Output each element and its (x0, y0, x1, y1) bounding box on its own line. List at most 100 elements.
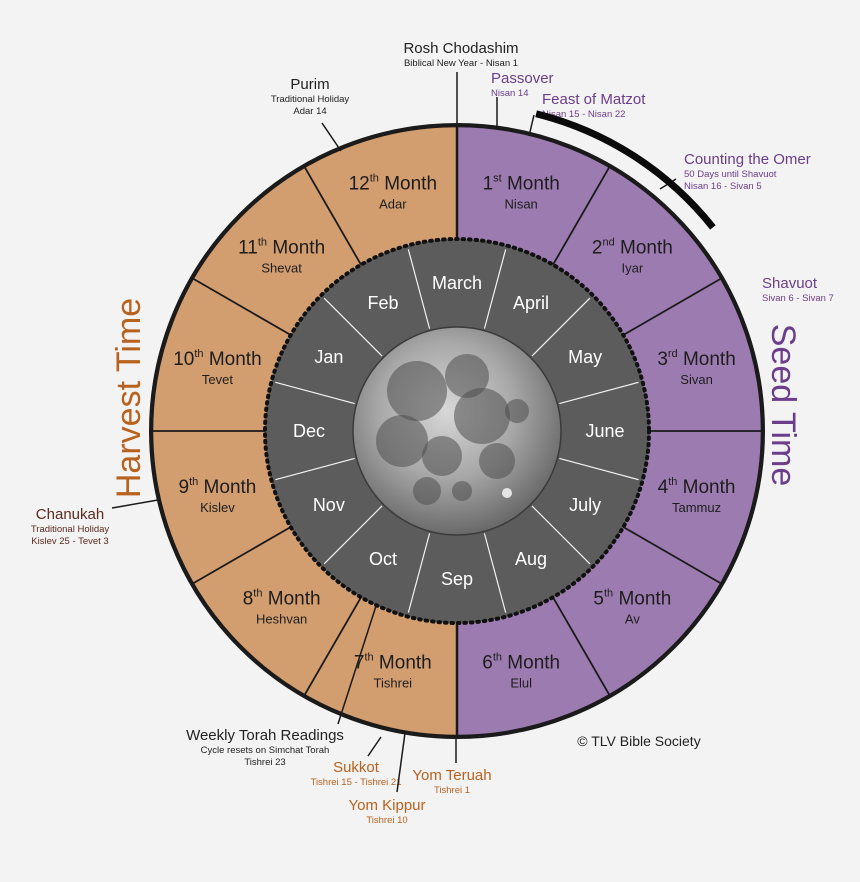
gregorian-month-divider (531, 297, 591, 357)
gregorian-month-divider (531, 505, 591, 565)
hebrew-month-name: Heshvan (256, 611, 307, 626)
holiday-title: Rosh Chodashim (403, 40, 518, 57)
ordinal-word: Month (198, 477, 256, 498)
hebrew-month-divider (622, 277, 722, 336)
holiday-detail: Tishrei 1 (434, 785, 470, 796)
gregorian-month-label: Dec (293, 421, 325, 441)
hebrew-month-ordinal: 3rd Month (657, 348, 735, 370)
hebrew-month-name: Elul (510, 676, 532, 691)
hebrew-month-ordinal: 1st Month (483, 172, 560, 194)
ordinal-number: 5 (593, 588, 604, 609)
harvest-time-label: Harvest Time (110, 298, 148, 498)
copyright-text: © TLV Bible Society (577, 733, 700, 749)
hebrew-month-name: Kislev (200, 500, 235, 515)
hebrew-month-divider (552, 166, 611, 266)
hebrew-month-ordinal: 2nd Month (592, 237, 673, 259)
ordinal-word: Month (502, 653, 560, 674)
moon-mare (505, 399, 529, 423)
moon-mare (376, 415, 428, 467)
hebrew-month-name: Tishrei (374, 676, 413, 691)
gregorian-month-label: Sep (441, 569, 473, 589)
holiday-detail: Traditional Holiday (271, 94, 350, 105)
holiday-detail: Tishrei 23 (244, 757, 285, 768)
ordinal-suffix: nd (602, 237, 614, 249)
ordinal-number: 1 (483, 173, 494, 194)
moon-mare (445, 354, 489, 398)
callout-leader-line (111, 499, 159, 509)
holiday-detail: Adar 14 (293, 106, 326, 117)
ordinal-word: Month (615, 238, 673, 259)
gregorian-month-label: July (569, 495, 601, 515)
ordinal-word: Month (204, 349, 262, 370)
moon-mare (452, 481, 472, 501)
ordinal-word: Month (613, 588, 671, 609)
ordinal-suffix: th (364, 652, 373, 664)
moon-mare (413, 477, 441, 505)
holiday-title: Feast of Matzot (542, 91, 646, 108)
ordinal-number: 8 (243, 588, 254, 609)
hebrew-month-ordinal: 5th Month (593, 587, 671, 609)
holiday-title: Weekly Torah Readings (186, 727, 344, 744)
ordinal-word: Month (374, 653, 432, 674)
hebrew-month-divider (303, 596, 362, 696)
gregorian-month-divider (275, 381, 355, 405)
ordinal-suffix: th (253, 587, 262, 599)
moon-crater (502, 488, 512, 498)
hebrew-month-name: Nisan (505, 196, 538, 211)
holiday-detail: Nisan 14 (491, 88, 529, 99)
season-ring (149, 123, 765, 739)
harvest-time-half (152, 126, 457, 736)
moon-mare (479, 443, 515, 479)
callout-leader-line (367, 736, 382, 757)
holiday-detail: Kislev 25 - Tevet 3 (31, 536, 108, 547)
hebrew-month-divider (622, 526, 722, 585)
callout-leader-line (396, 732, 406, 793)
hebrew-month-ordinal: 4th Month (658, 476, 736, 498)
ordinal-suffix: rd (668, 348, 678, 360)
ordinal-word: Month (262, 588, 320, 609)
ordinal-number: 7 (354, 653, 365, 674)
hebrew-month-name: Sivan (680, 372, 713, 387)
hebrew-month-divider (552, 596, 611, 696)
gregorian-month-divider (407, 249, 431, 329)
dotted-border (263, 237, 651, 625)
holiday-title: Counting the Omer (684, 151, 811, 168)
gregorian-month-divider (559, 457, 639, 481)
gregorian-month-label: Oct (369, 549, 397, 569)
hebrew-month-name: Shevat (261, 261, 302, 276)
gregorian-month-label: Aug (515, 549, 547, 569)
feast-of-matzot-arc (535, 110, 716, 230)
full-moon-image (352, 326, 562, 536)
ordinal-word: Month (678, 349, 736, 370)
holiday-title: Passover (491, 70, 554, 87)
ordinal-number: 6 (482, 653, 493, 674)
ordinal-number: 3 (657, 349, 668, 370)
hebrew-month-ordinal: 6th Month (482, 652, 560, 674)
holiday-detail: Sivan 6 - Sivan 7 (762, 293, 834, 304)
holiday-title: Sukkot (333, 759, 380, 776)
ordinal-suffix: th (604, 587, 613, 599)
ordinal-suffix: st (493, 172, 502, 184)
gregorian-month-divider (407, 533, 431, 613)
hebrew-month-name: Av (625, 611, 640, 626)
callout-leader-line (337, 605, 377, 725)
gregorian-month-label: Feb (367, 293, 398, 313)
hebrew-month-name: Iyar (622, 261, 644, 276)
gregorian-month-label: April (513, 293, 549, 313)
ordinal-number: 9 (179, 477, 190, 498)
holiday-detail: Tishrei 10 (366, 815, 407, 826)
gregorian-month-labels: MarchAprilMayJuneJulyAugSepOctNovDecJanF… (293, 273, 625, 589)
